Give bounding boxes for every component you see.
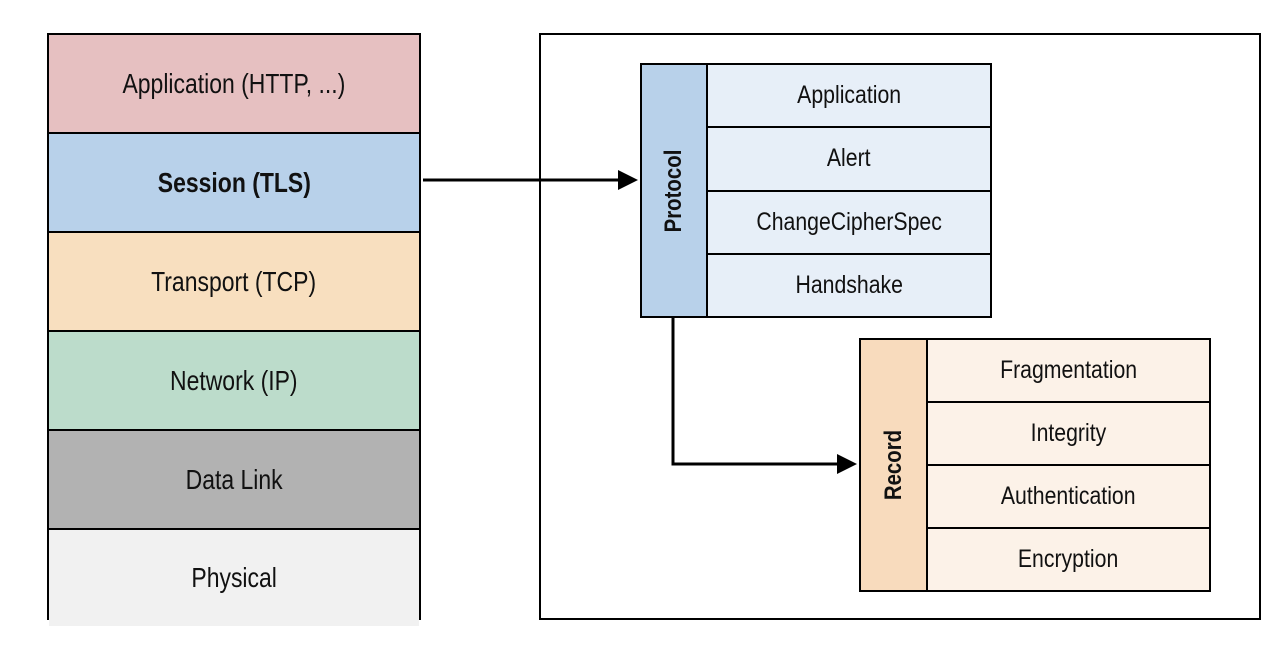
- layer-transport: Transport (TCP): [49, 233, 419, 332]
- record-items: Fragmentation Integrity Authentication E…: [928, 340, 1209, 590]
- record-item-label: Integrity: [1030, 419, 1107, 447]
- osi-layer-stack: Application (HTTP, ...) Session (TLS) Tr…: [47, 33, 421, 626]
- layer-network-label: Network (IP): [170, 364, 298, 396]
- layer-physical: Physical: [49, 530, 419, 626]
- layer-network: Network (IP): [49, 332, 419, 431]
- layer-session-label: Session (TLS): [157, 166, 311, 198]
- record-item-label: Encryption: [1018, 545, 1119, 573]
- layer-application-label: Application (HTTP, ...): [122, 67, 346, 99]
- record-item-label: Fragmentation: [999, 356, 1138, 384]
- layer-session: Session (TLS): [49, 134, 419, 233]
- session-to-protocol-arrowhead: [618, 170, 638, 190]
- protocol-item-label: Application: [797, 81, 901, 110]
- protocol-item: Handshake: [708, 255, 990, 316]
- tls-detail-frame: [539, 33, 1261, 620]
- record-item: Encryption: [928, 529, 1209, 590]
- protocol-items: Application Alert ChangeCipherSpec Hands…: [708, 65, 990, 316]
- protocol-item: ChangeCipherSpec: [708, 192, 990, 255]
- protocol-to-record-arrowhead: [837, 454, 857, 474]
- record-block: Record Fragmentation Integrity Authentic…: [859, 338, 1211, 592]
- protocol-side-label: Protocol: [642, 65, 708, 316]
- record-side-label: Record: [861, 340, 928, 590]
- protocol-item: Application: [708, 65, 990, 129]
- protocol-block: Protocol Application Alert ChangeCipherS…: [640, 63, 992, 318]
- protocol-item-label: Alert: [827, 144, 871, 173]
- protocol-to-record-arrow: [671, 318, 838, 466]
- protocol-item-label: ChangeCipherSpec: [756, 207, 942, 236]
- layer-data-link-label: Data Link: [185, 463, 283, 495]
- record-item: Integrity: [928, 403, 1209, 466]
- layer-application: Application (HTTP, ...): [49, 35, 419, 134]
- protocol-item-label: Handshake: [795, 270, 903, 299]
- record-item-label: Authentication: [1001, 482, 1136, 510]
- record-item: Fragmentation: [928, 340, 1209, 403]
- layer-data-link: Data Link: [49, 431, 419, 530]
- record-item: Authentication: [928, 466, 1209, 529]
- layer-transport-label: Transport (TCP): [151, 265, 317, 297]
- protocol-item: Alert: [708, 128, 990, 192]
- layer-physical-label: Physical: [191, 562, 277, 593]
